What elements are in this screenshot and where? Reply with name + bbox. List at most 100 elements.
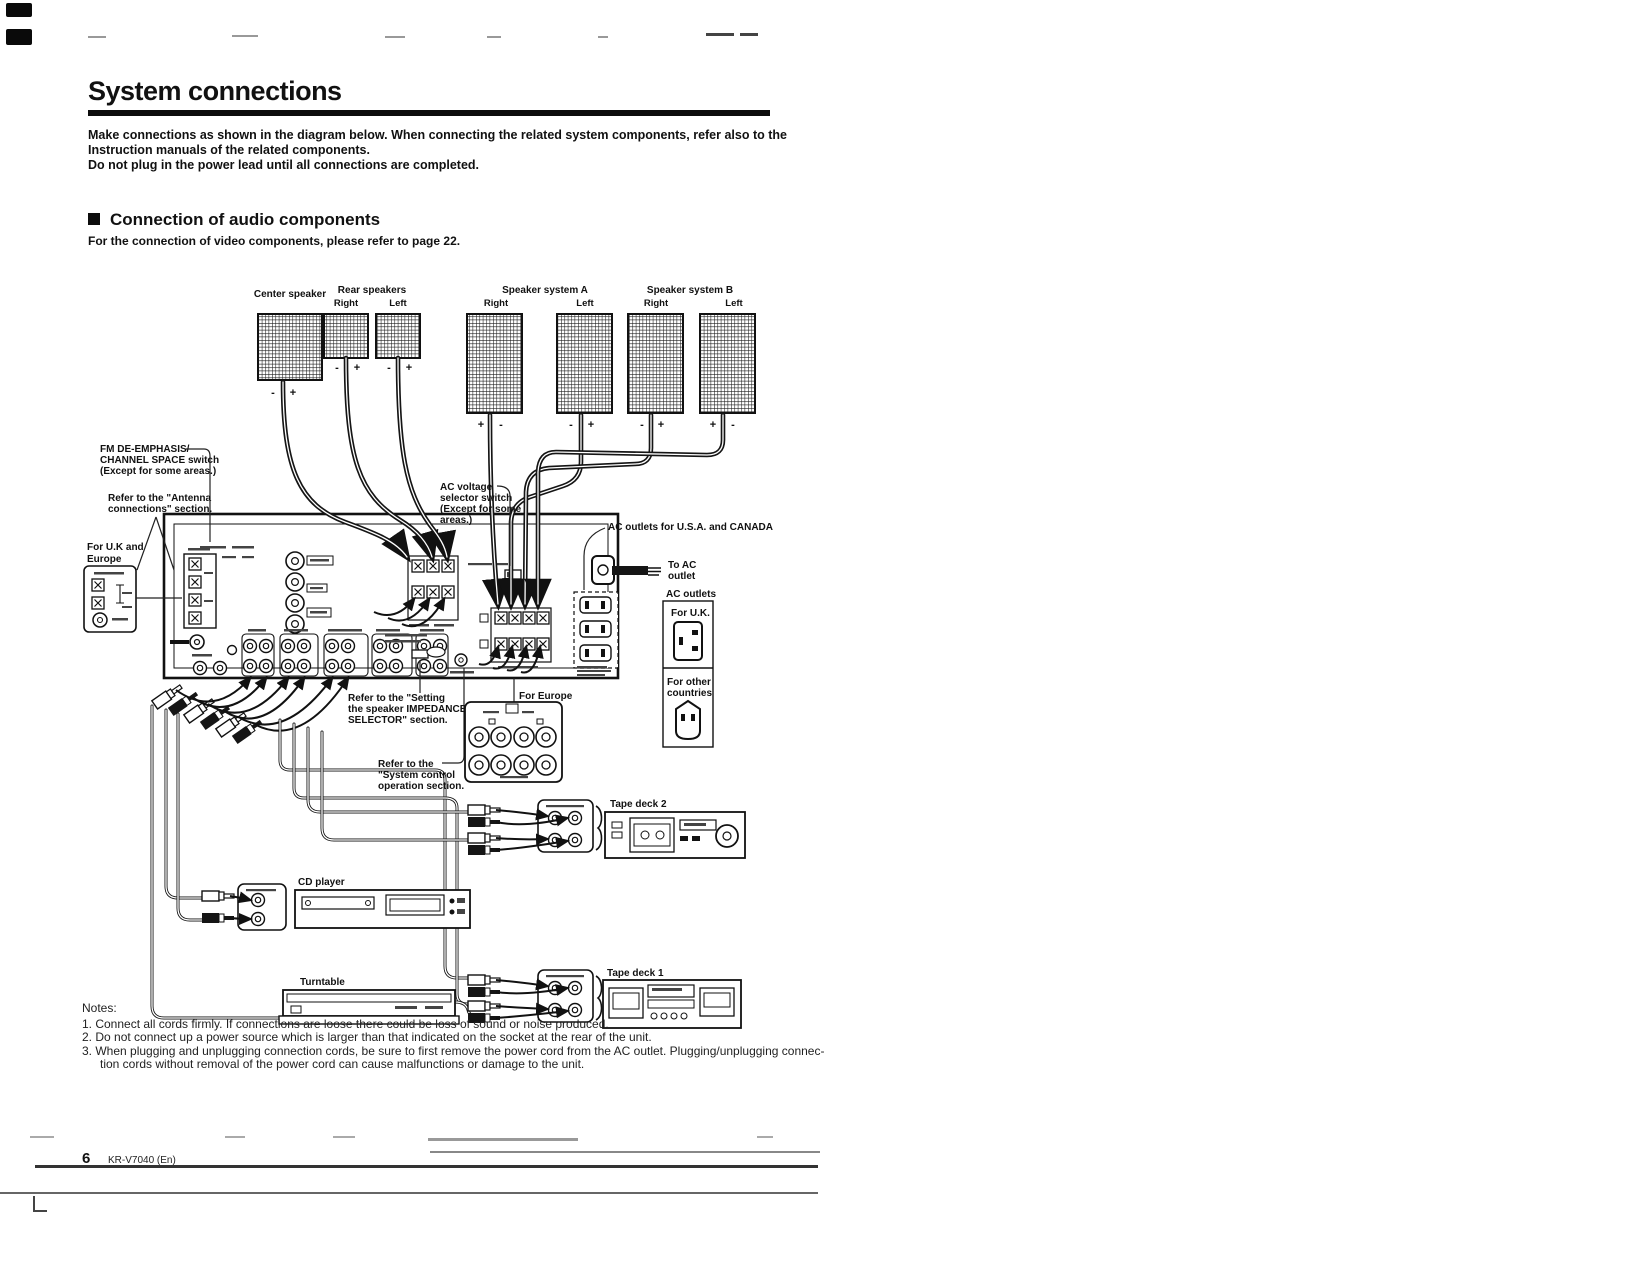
tape-deck-1 <box>602 979 742 1029</box>
tape-deck-1-assembly <box>467 969 742 1029</box>
rear-speakers-label: Rear speakers <box>338 285 407 296</box>
note-line: 2. Do not connect up a power source whic… <box>82 1030 652 1044</box>
callout-fm-switch-line: (Except for some areas.) <box>100 466 216 477</box>
note-line: 1. Connect all cords firmly. If connecti… <box>82 1016 609 1031</box>
speaker-polarity-marks: - + - + - + + - - + - + + - <box>271 362 735 431</box>
scan-dash <box>428 1138 578 1141</box>
scan-dash <box>598 36 608 38</box>
title-rule <box>88 110 770 116</box>
cd-player-jacks <box>237 883 287 931</box>
callout-antenna: Refer to the "Antenna <box>108 493 212 504</box>
callout-system-control-line: operation section. <box>378 781 464 792</box>
cd-player <box>294 889 471 929</box>
ac-outlet-boxes: For U.K. For other countries <box>662 600 714 748</box>
section-heading: Connection of audio components <box>88 210 380 230</box>
callout-tape-deck-1: Tape deck 1 <box>607 968 664 979</box>
remote-label <box>426 646 446 658</box>
cd-player-assembly <box>201 883 471 931</box>
polarity-mark: - <box>569 419 573 431</box>
scan-corner-mark <box>33 1196 35 1212</box>
notes-heading: Notes: <box>82 1001 117 1015</box>
scan-dash <box>740 33 758 36</box>
speaker-labels: Center speaker Rear speakers Right Left … <box>254 285 744 309</box>
section-bullet-icon <box>88 213 100 225</box>
callout-for-other-line: countries <box>667 688 712 699</box>
scan-mark <box>6 3 32 17</box>
system-a-left-label: Left <box>576 298 594 309</box>
scan-mark <box>6 29 32 45</box>
callout-cd-player: CD player <box>298 877 345 888</box>
callout-ac-voltage-line: selector switch <box>440 493 512 504</box>
callout-to-ac: To AC <box>668 560 696 571</box>
section-heading-text: Connection of audio components <box>110 210 381 229</box>
scan-dash <box>225 1136 245 1138</box>
rear-speaker-left <box>375 313 421 359</box>
callout-impedance-line: the speaker IMPEDANCE <box>348 704 467 715</box>
polarity-mark: - <box>271 387 275 399</box>
scan-dash <box>385 36 405 38</box>
speaker-a-right <box>466 313 523 414</box>
scan-dash <box>232 35 258 37</box>
speaker-system-a-label: Speaker system A <box>502 285 588 296</box>
callouts: FM DE-EMPHASIS/ CHANNEL SPACE switch (Ex… <box>87 444 773 988</box>
antenna-terminals <box>183 548 217 629</box>
note-line: 3. When plugging and unplugging connecti… <box>82 1043 825 1058</box>
rear-speaker-right <box>323 313 369 359</box>
scan-line <box>430 1151 820 1153</box>
callout-ac-outlets: AC outlets <box>666 589 716 600</box>
callout-for-europe: For Europe <box>519 691 573 702</box>
intro-paragraph: Make connections as shown in the diagram… <box>88 128 787 173</box>
scan-dash <box>333 1136 355 1138</box>
speaker-system-b-label: Speaker system B <box>647 285 733 296</box>
callout-ac-outlets-usa: AC outlets for U.S.A. and CANADA <box>608 522 773 533</box>
intro-line: Make connections as shown in the diagram… <box>88 128 787 142</box>
scan-dash <box>88 36 106 38</box>
intro-line: Instruction manuals of the related compo… <box>88 143 370 157</box>
tape-deck-2 <box>604 811 746 859</box>
intro-line: Do not plug in the power lead until all … <box>88 158 480 172</box>
brace <box>595 975 603 1021</box>
polarity-mark: + <box>588 419 594 431</box>
tape-deck-2-assembly <box>467 799 746 859</box>
rear-left-label: Left <box>389 298 407 309</box>
scan-line <box>35 1165 818 1168</box>
callout-uk-europe-line: Europe <box>87 554 122 565</box>
gnd-screw <box>226 644 238 656</box>
polarity-mark: - <box>335 362 339 374</box>
uk-europe-antenna-box <box>83 565 182 633</box>
polarity-mark: + <box>290 387 296 399</box>
callout-fm-switch-line: CHANNEL SPACE switch <box>100 455 219 466</box>
callout-impedance: Refer to the "Setting <box>348 693 445 704</box>
polarity-mark: + <box>478 419 484 431</box>
speaker-b-left <box>699 313 756 414</box>
center-rear-speaker-terminals <box>407 555 459 627</box>
connection-diagram: Center speaker Rear speakers Right Left … <box>83 285 773 1029</box>
polarity-mark: - <box>640 419 644 431</box>
speaker-boxes <box>257 313 756 414</box>
polarity-mark: + <box>658 419 664 431</box>
impedance-selector-text <box>385 634 427 637</box>
power-cord <box>591 555 661 585</box>
center-speaker-label: Center speaker <box>254 289 326 300</box>
note-line: tion cords without removal of the power … <box>100 1057 585 1071</box>
callout-for-other: For other <box>667 677 711 688</box>
polarity-mark: + <box>406 362 412 374</box>
polarity-mark: - <box>731 419 735 431</box>
scan-line <box>0 1192 818 1194</box>
scan-dash <box>706 33 734 36</box>
system-b-left-label: Left <box>725 298 743 309</box>
impedance-selector-switch <box>411 649 429 659</box>
speaker-b-right <box>627 313 684 414</box>
polarity-mark: + <box>354 362 360 374</box>
speaker-ab-terminals <box>479 607 552 669</box>
speaker-wires <box>280 355 726 674</box>
callout-tape-deck-2: Tape deck 2 <box>610 799 667 810</box>
ac-outlets-usa <box>573 591 619 676</box>
europe-speaker-panel <box>464 701 563 783</box>
section-subtext: For the connection of video components, … <box>88 234 461 248</box>
turntable <box>278 989 460 1025</box>
notes-section: Notes: 1. Connect all cords firmly. If c… <box>82 1001 825 1072</box>
scan-dash <box>487 36 501 38</box>
video-jack-column <box>285 551 334 634</box>
